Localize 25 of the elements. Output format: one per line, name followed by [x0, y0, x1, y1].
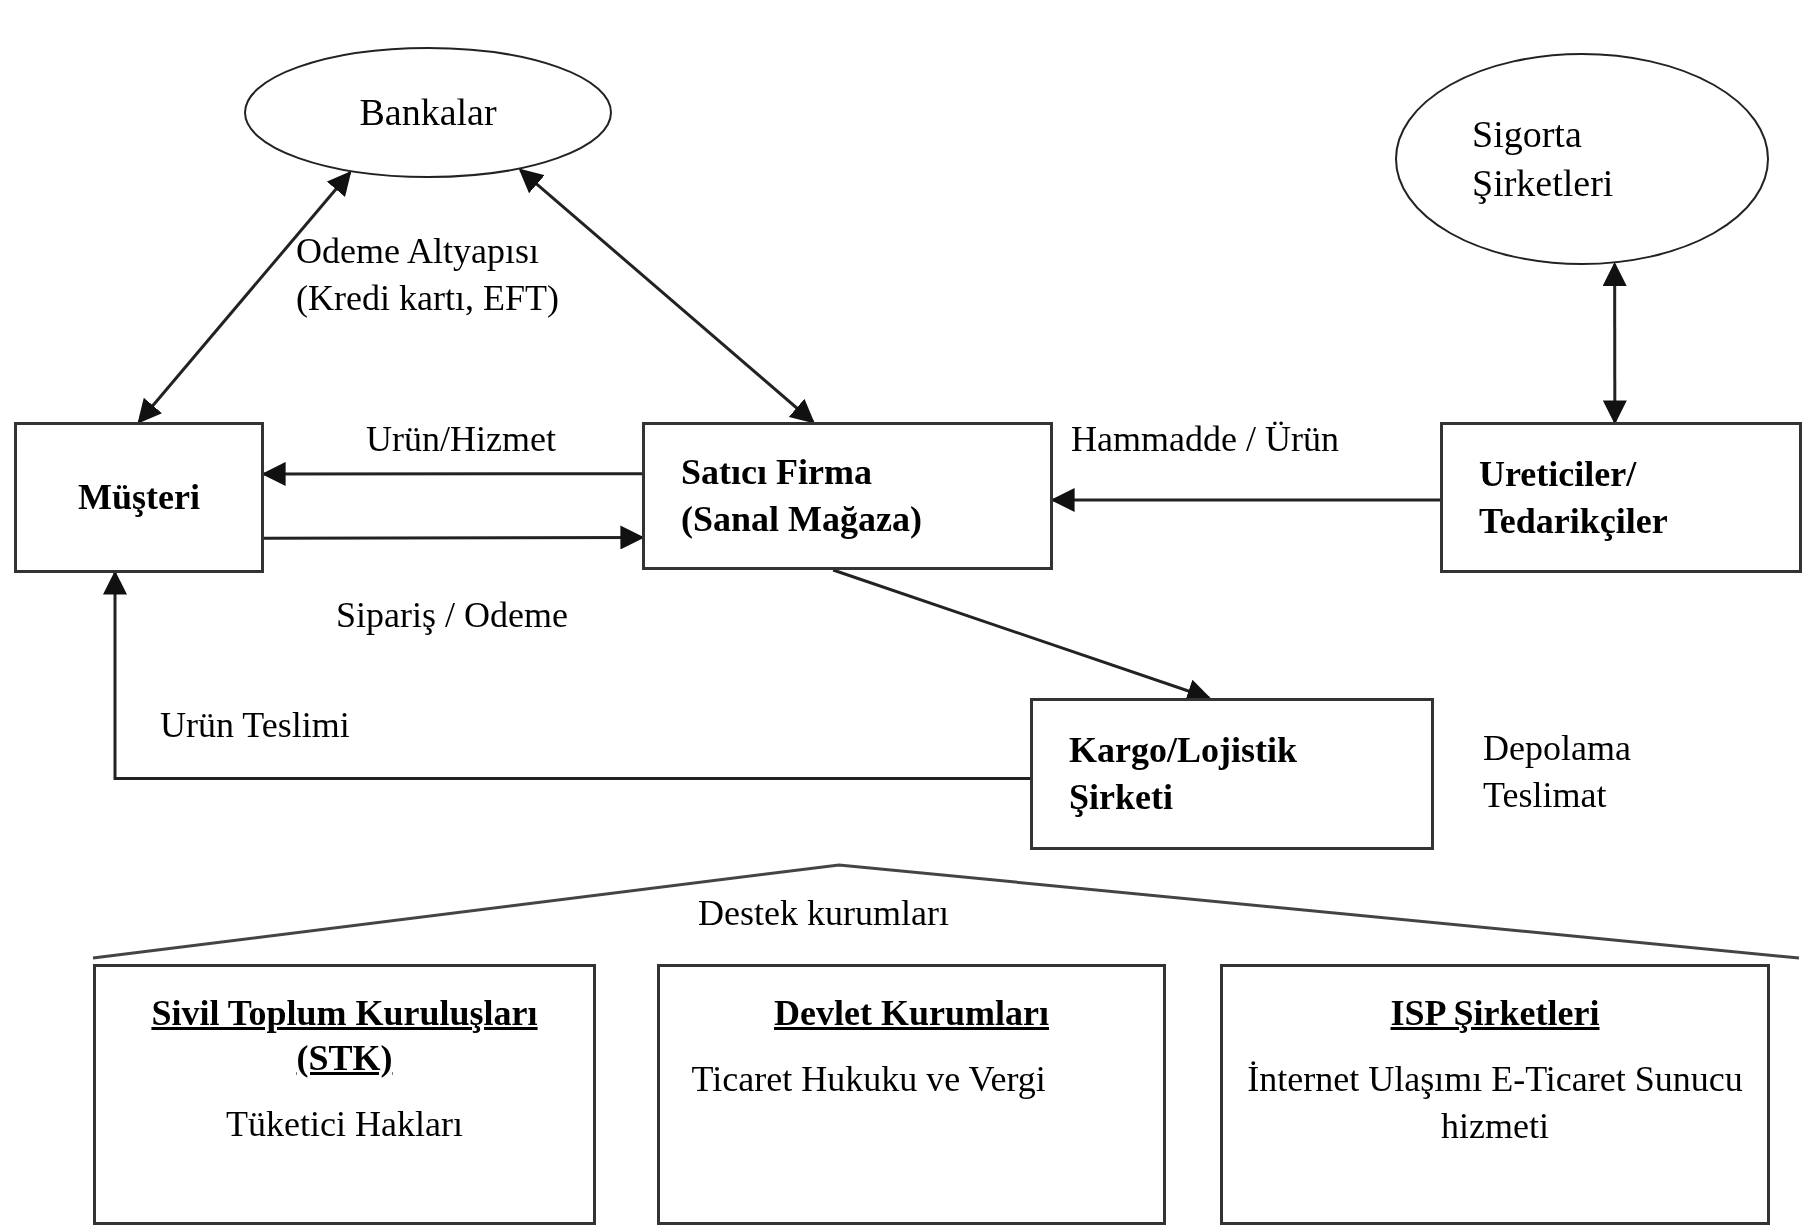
institution-box	[1220, 964, 1770, 1225]
box-heading: Sivil Toplum Kuruluşları (STK)	[150, 992, 539, 1080]
node-label: Kargo/Lojistik Şirketi	[1069, 729, 1298, 819]
entity-box	[14, 422, 264, 573]
box-heading: Devlet Kurumları	[774, 992, 1049, 1035]
annotation-text: Odeme Altyapısı (Kredi kartı, EFT)	[296, 230, 560, 320]
ellipse-node	[244, 47, 612, 178]
arrow	[518, 168, 815, 424]
node-label: Bankalar	[359, 89, 497, 135]
node-label: Sigorta Şirketleri	[1472, 111, 1615, 206]
box-heading: ISP Şirketleri	[1390, 992, 1600, 1035]
annotation-text: Destek kurumları	[698, 892, 950, 935]
node-label: Müşteri	[78, 476, 200, 520]
institution-box	[93, 964, 596, 1225]
institution-box	[657, 964, 1166, 1225]
box-text: İnternet Ulaşımı E-Ticaret Sunucu hizmeti	[1247, 1058, 1743, 1148]
box-text: Ticaret Hukuku ve Vergi	[691, 1058, 1047, 1101]
ellipse-node	[1395, 53, 1769, 265]
entity-box	[642, 422, 1053, 570]
node-caption: Depolama Teslimat	[1483, 727, 1632, 817]
node-label: Satıcı Firma (Sanal Mağaza)	[681, 451, 923, 541]
node-label: Ureticiler/ Tedarikçiler	[1479, 452, 1669, 543]
box-text: Tüketici Hakları	[225, 1103, 464, 1146]
entity-box	[1440, 422, 1802, 573]
arrow	[137, 170, 352, 424]
